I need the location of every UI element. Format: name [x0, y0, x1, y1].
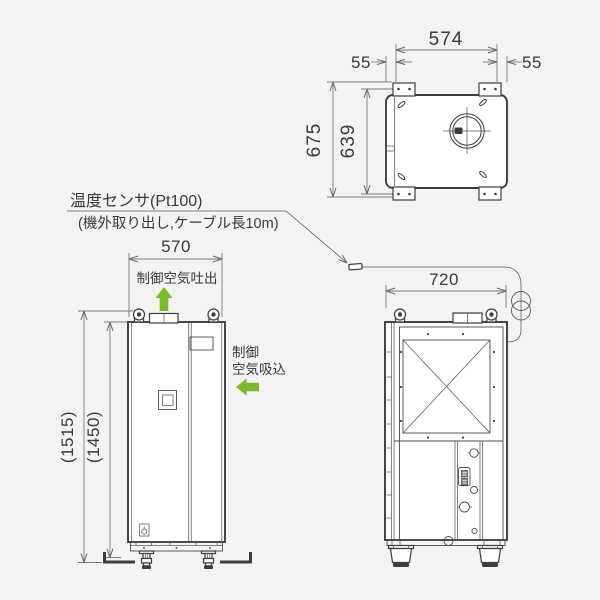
sensor-probe [348, 262, 363, 271]
dim-front-height-overall: (1515) [58, 411, 77, 463]
front-view: 570 制御空気吐出 (1515) (1450) [58, 237, 286, 569]
side-connector-port-3 [457, 501, 472, 513]
front-feet [138, 550, 217, 569]
side-connector-port-2 [470, 486, 478, 494]
dim-front-width: 570 [161, 237, 191, 256]
side-base-hole [443, 536, 454, 546]
side-feet [387, 544, 504, 567]
side-connector-strip [454, 441, 483, 539]
dim-side-depth: 720 [429, 270, 459, 289]
front-base [130, 541, 223, 552]
front-gauge-window [158, 390, 177, 410]
dim-front-height-body: (1450) [84, 411, 103, 463]
air-inlet-arrow-icon [236, 378, 259, 396]
dim-top-bolt-span: 574 [429, 29, 464, 50]
top-view-lifting-slots [397, 99, 487, 180]
sensor-note-line1: 温度センサ(Pt100) [70, 192, 202, 210]
front-floor-angles [103, 552, 252, 564]
air-inlet-label-line1: 制御 [232, 345, 259, 360]
dim-top-left-offset: 55 [351, 53, 371, 72]
front-nameplate [189, 336, 214, 351]
dim-top-depth-bolts: 639 [338, 124, 359, 159]
side-base [386, 536, 506, 546]
dim-top-right-offset: 55 [522, 53, 542, 72]
side-connector-port-4 [471, 527, 478, 535]
top-view-body [385, 94, 508, 189]
side-connector-port-1 [467, 448, 481, 458]
front-view-body [127, 321, 226, 543]
dim-top-depth-overall: 675 [304, 123, 325, 158]
sensor-cable [362, 266, 522, 343]
top-view-port-circle [443, 107, 491, 154]
side-eyebolts [393, 308, 498, 323]
front-eyebolts [132, 308, 220, 323]
sensor-note-line2: (機外取り出し,ケーブル長10m) [78, 214, 279, 232]
top-view-mounting-brackets [392, 82, 502, 201]
side-terminal-block [458, 467, 471, 486]
side-view: 720 [384, 270, 508, 567]
sensor-annotation: 温度センサ(Pt100) (機外取り出し,ケーブル長10m) [67, 192, 531, 343]
side-left-edge-ticks [386, 351, 391, 519]
side-vent-panel [399, 332, 496, 439]
top-view: 574 55 55 675 639 [304, 29, 542, 201]
air-outlet-label: 制御空気吐出 [137, 271, 218, 286]
air-inlet-label-line2: 空気吸込 [232, 362, 286, 377]
air-outlet-arrow-icon [155, 287, 173, 311]
front-drain-symbol [139, 523, 150, 537]
